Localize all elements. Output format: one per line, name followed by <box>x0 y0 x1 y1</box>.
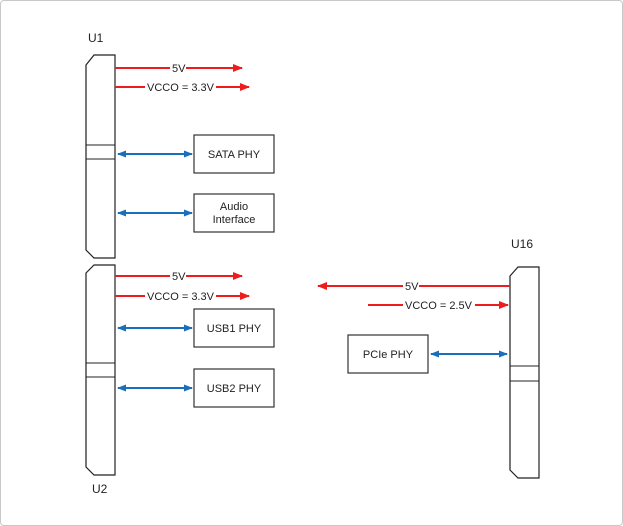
block-label: Audio <box>220 201 248 213</box>
power-rail-label: 5V <box>405 281 419 293</box>
power-rail-label: VCCO = 3.3V <box>147 82 215 94</box>
power-rail-u1-5v: 5V <box>115 61 243 75</box>
chip-u16[interactable] <box>509 266 540 479</box>
power-rail-label: VCCO = 3.3V <box>147 291 215 303</box>
block-usb1-phy[interactable]: USB1 PHY <box>193 308 275 348</box>
block-usb2-phy[interactable]: USB2 PHY <box>193 368 275 408</box>
power-rail-u2-5v: 5V <box>115 269 243 283</box>
block-pcie-phy[interactable]: PCIe PHY <box>347 334 429 374</box>
block-sata-phy[interactable]: SATA PHY <box>193 134 275 174</box>
power-rail-u1-vcco: VCCO = 3.3V <box>115 80 250 94</box>
power-rail-u2-vcco: VCCO = 3.3V <box>115 289 250 303</box>
chip-u2[interactable] <box>85 264 116 476</box>
chip-u1[interactable] <box>85 54 116 259</box>
power-rail-label: VCCO = 2.5V <box>405 300 473 312</box>
block-label: SATA PHY <box>208 149 261 161</box>
block-label: USB1 PHY <box>207 323 262 335</box>
chip-u16-label: U16 <box>511 237 533 251</box>
block-label: USB2 PHY <box>207 383 262 395</box>
power-rail-u16-5v: 5V <box>317 279 510 293</box>
block-label: Interface <box>213 214 256 226</box>
power-rail-label: 5V <box>172 63 186 75</box>
power-rail-label: 5V <box>172 271 186 283</box>
block-audio-interface[interactable]: Audio Interface <box>193 193 275 233</box>
chip-u2-label: U2 <box>92 482 108 496</box>
block-label: PCIe PHY <box>363 349 414 361</box>
power-rail-u16-vcco: VCCO = 2.5V <box>368 298 509 312</box>
chip-u1-label: U1 <box>88 31 104 45</box>
